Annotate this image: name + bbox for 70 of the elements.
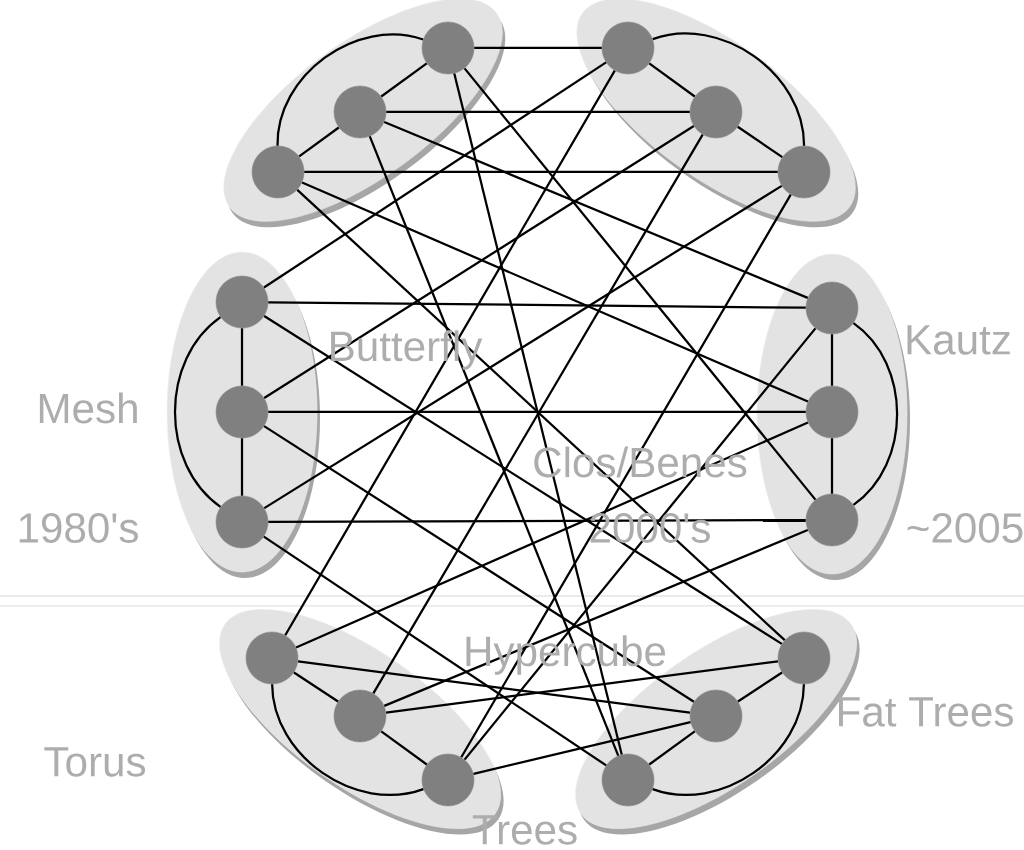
link-line <box>268 410 806 414</box>
link-line <box>263 425 695 703</box>
link-line <box>474 46 602 50</box>
node-circle <box>805 281 859 335</box>
link-line <box>240 438 244 496</box>
curved-link <box>652 684 805 797</box>
link-line <box>297 660 691 714</box>
link-line <box>240 328 244 386</box>
node-circle <box>333 85 387 139</box>
curved-link <box>173 316 222 508</box>
link-line <box>737 125 783 159</box>
link-line <box>385 660 779 714</box>
node-circle <box>777 145 831 199</box>
node-circle <box>601 21 655 75</box>
curved-link <box>271 684 424 797</box>
node-circle <box>805 385 859 439</box>
faded-label: Fat Trees <box>839 697 1013 727</box>
faded-label: ~2005 <box>907 513 1023 543</box>
faded-label: Trees <box>472 815 577 845</box>
node-circle <box>421 21 475 75</box>
node-circle <box>777 631 831 685</box>
node-circle <box>805 493 859 547</box>
link-line <box>296 189 786 641</box>
node-circle <box>689 85 743 139</box>
link-line <box>298 126 340 158</box>
node-circle <box>245 631 299 685</box>
link-line <box>380 730 428 766</box>
node-circle <box>421 753 475 807</box>
link-line <box>648 62 696 98</box>
link-line <box>460 194 792 758</box>
node-circle <box>251 145 305 199</box>
link-line <box>830 334 834 386</box>
faded-label: Torus <box>44 747 146 777</box>
link-line <box>268 518 806 523</box>
curved-link <box>652 32 806 146</box>
link-line <box>263 535 607 767</box>
link-line <box>301 181 809 403</box>
link-line <box>263 315 783 645</box>
node-circle <box>601 753 655 807</box>
link-line <box>463 67 817 501</box>
link-line <box>284 70 616 636</box>
link-line <box>263 125 695 399</box>
link-line <box>368 135 620 756</box>
link-line <box>295 421 809 649</box>
link-line <box>383 529 809 707</box>
link-line <box>263 184 783 510</box>
link-line <box>304 170 778 174</box>
link-line <box>293 671 339 703</box>
faded-label: Kautz <box>907 325 1010 355</box>
faded-label: 1980's <box>19 513 138 543</box>
link-line <box>386 110 690 114</box>
link-line <box>383 121 809 299</box>
node-circle <box>215 275 269 329</box>
link-line <box>380 62 428 98</box>
node-circle <box>333 689 387 743</box>
link-line <box>473 721 691 775</box>
curved-link <box>852 322 899 506</box>
link-line <box>648 730 696 766</box>
node-circle <box>215 385 269 439</box>
link-line <box>737 671 783 703</box>
link-line <box>268 301 806 309</box>
link-line <box>453 73 623 755</box>
node-circle <box>689 689 743 743</box>
link-line <box>263 61 607 289</box>
curved-link <box>276 33 424 146</box>
link-line <box>830 438 834 494</box>
node-circle <box>215 495 269 549</box>
faded-label: Mesh <box>39 392 137 424</box>
link-line <box>372 134 704 694</box>
link-line <box>463 327 817 761</box>
